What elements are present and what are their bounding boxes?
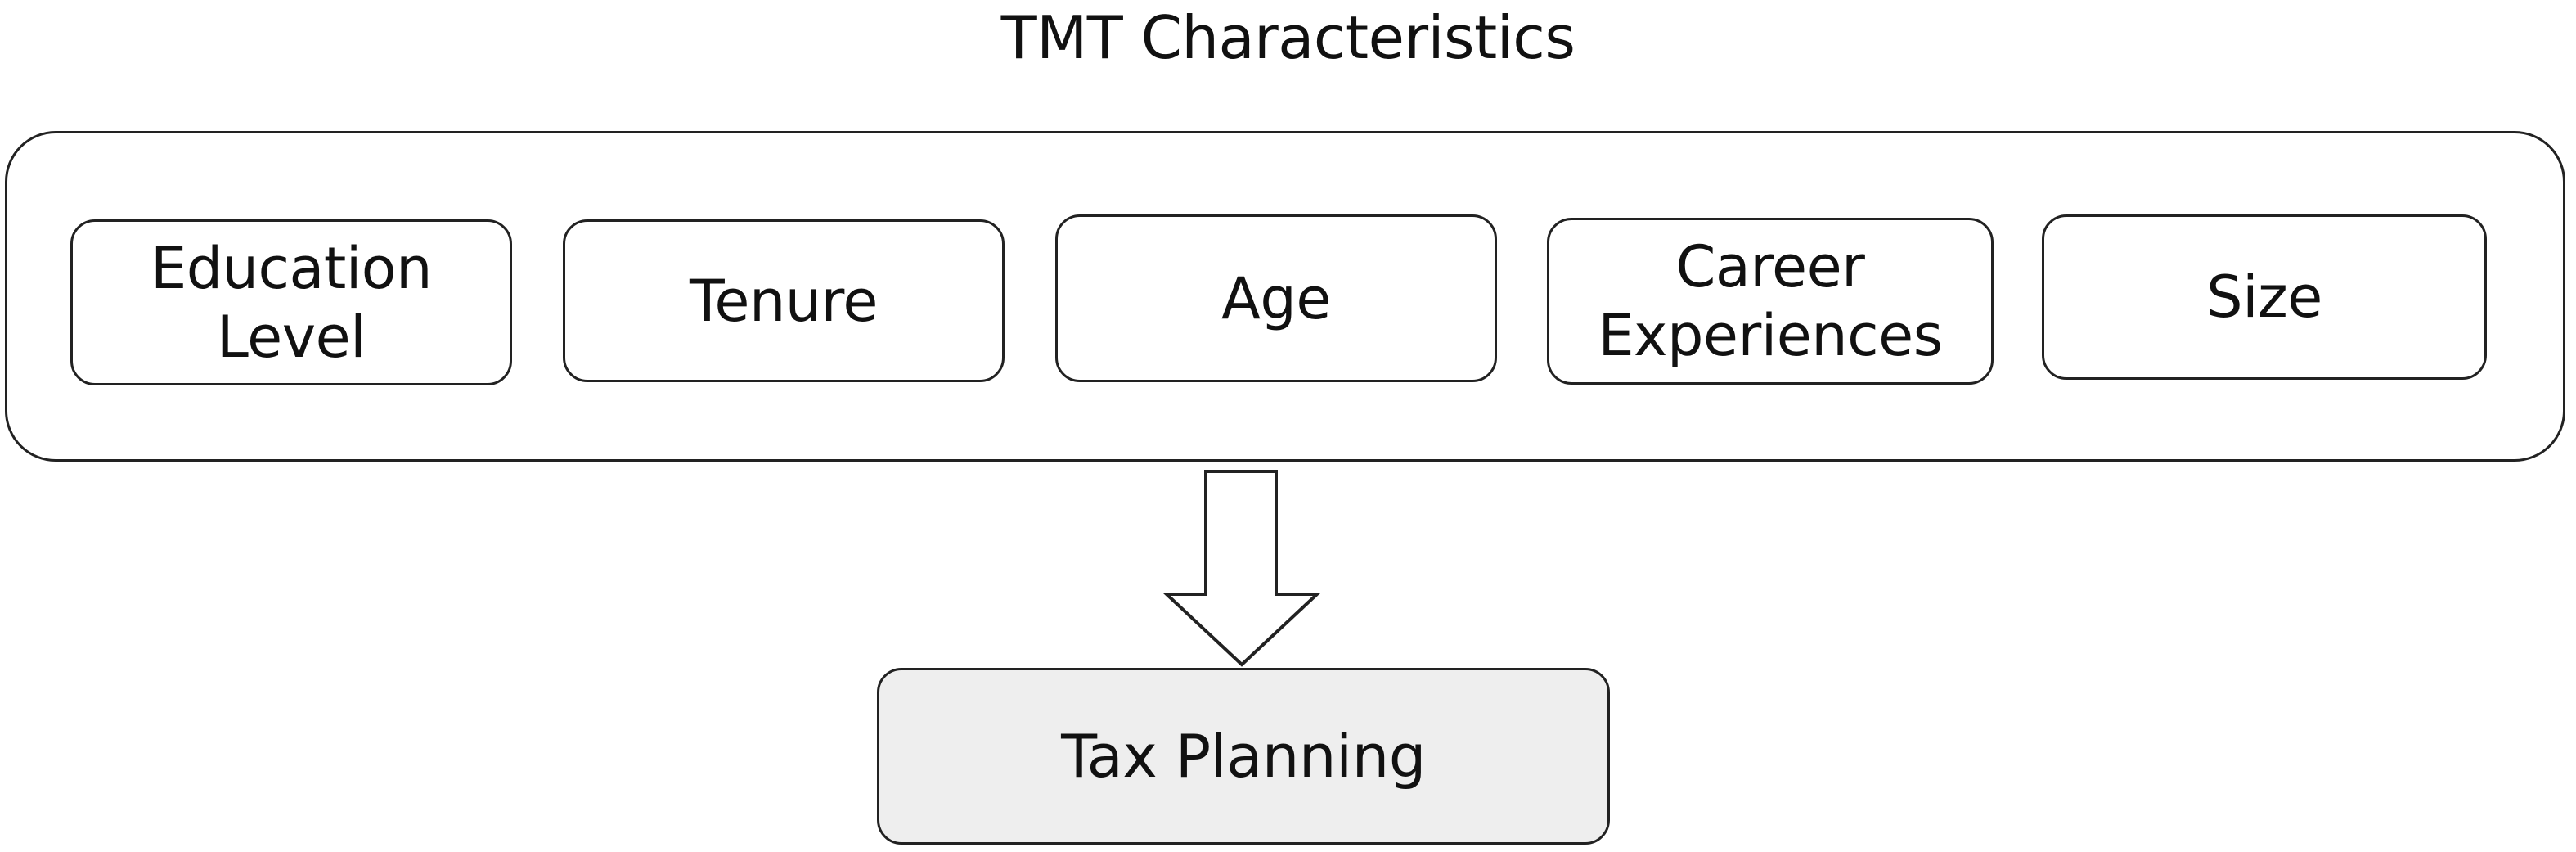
size-box: Size bbox=[2042, 214, 2487, 380]
down-arrow-icon bbox=[1162, 470, 1322, 667]
age-box: Age bbox=[1055, 214, 1497, 382]
tax-planning-box: Tax Planning bbox=[877, 668, 1610, 845]
down-arrow-shape bbox=[1162, 470, 1322, 667]
diagram-title: TMT Characteristics bbox=[1000, 3, 1576, 72]
career-experiences-box: Career Experiences bbox=[1547, 218, 1994, 385]
tenure-box: Tenure bbox=[563, 219, 1005, 382]
education-level-box: Education Level bbox=[70, 219, 512, 385]
